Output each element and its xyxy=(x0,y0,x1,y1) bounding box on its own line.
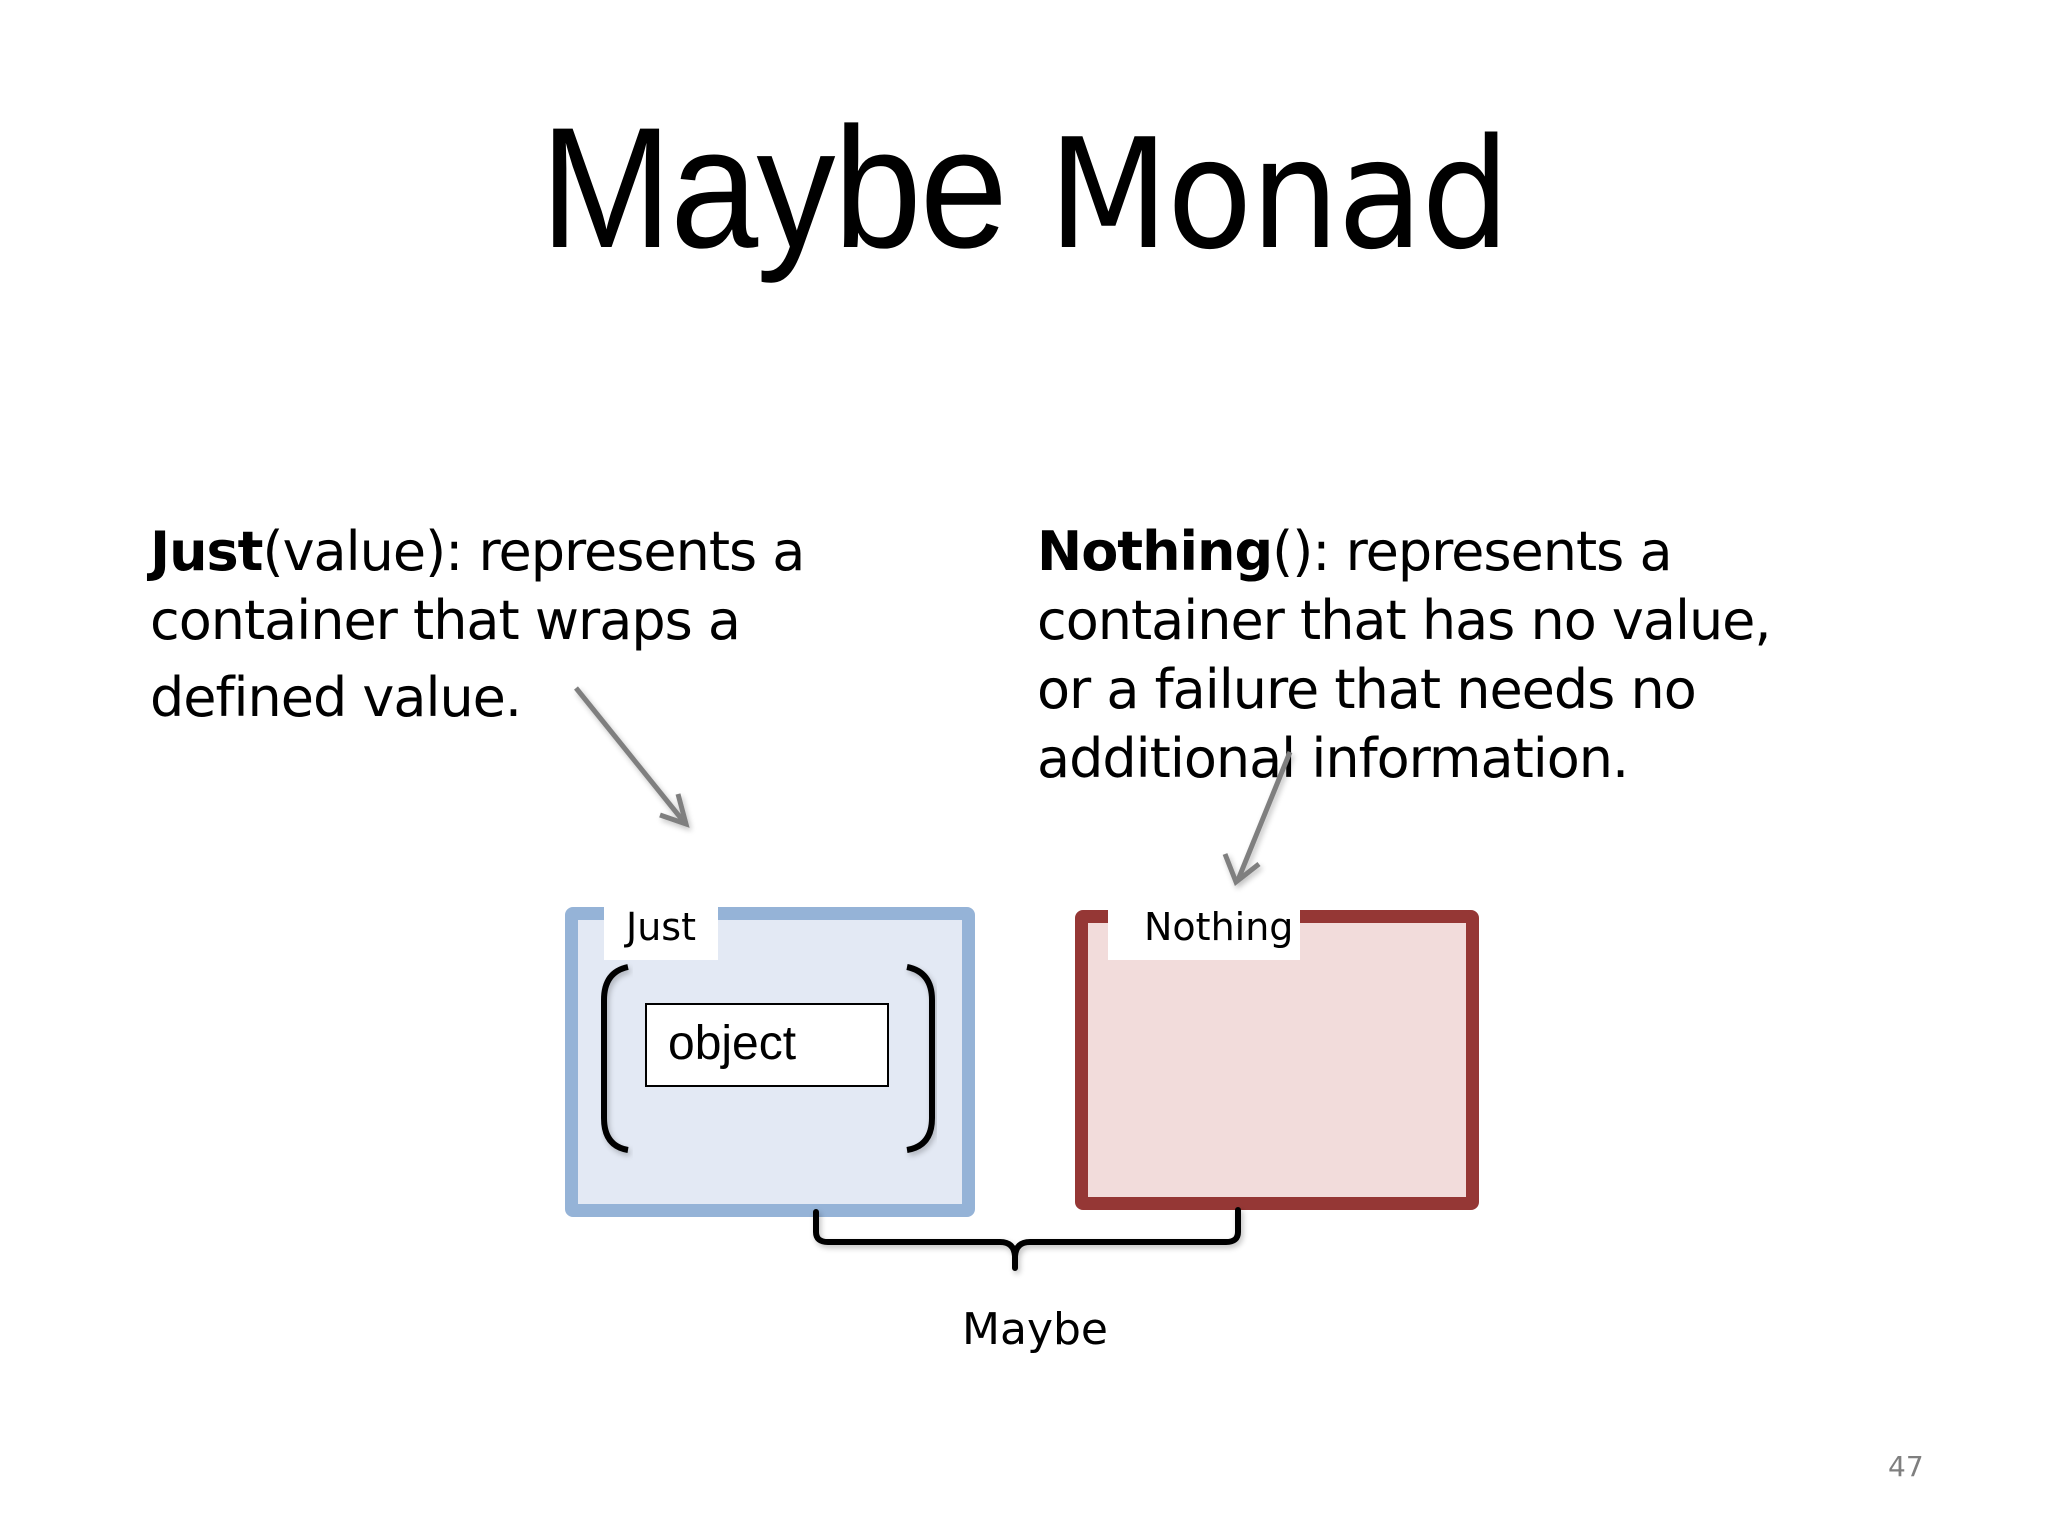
page-number: 47 xyxy=(1888,1450,1924,1483)
nothing-description: Nothing(): represents a container that h… xyxy=(1037,517,1837,793)
just-description-line-1: Just(value): represents a xyxy=(150,517,890,586)
just-arrow-icon xyxy=(574,686,690,828)
nothing-line1-rest: : represents a xyxy=(1312,520,1672,583)
maybe-group-label: Maybe xyxy=(962,1304,1108,1355)
just-description-line-3: defined value. xyxy=(150,666,522,729)
object-box: object xyxy=(645,1003,889,1087)
nothing-arrow-icon xyxy=(1222,751,1293,887)
title-word-maybe: Maybe xyxy=(540,92,1008,284)
title-word-monad: Monad xyxy=(1048,106,1510,283)
nothing-signature: () xyxy=(1272,520,1313,583)
nothing-description-line-3: or a failure that needs no xyxy=(1037,658,1697,721)
nothing-description-line-4: additional information. xyxy=(1037,727,1629,790)
nothing-container-box xyxy=(1075,910,1479,1210)
just-line1-rest: : represents a xyxy=(445,520,805,583)
nothing-keyword: Nothing xyxy=(1037,520,1273,583)
just-box-label: Just xyxy=(604,900,718,960)
nothing-box-label: Nothing xyxy=(1108,900,1300,960)
just-description: Just(value): represents a container that… xyxy=(150,517,890,732)
just-description-line-2: container that wraps a xyxy=(150,589,741,652)
nothing-description-line-1: Nothing(): represents a xyxy=(1037,517,1837,586)
just-keyword: Just xyxy=(150,520,263,583)
slide-title: Maybe Monad xyxy=(82,88,1966,295)
just-signature: (value) xyxy=(262,520,447,583)
nothing-description-line-2: container that has no value, xyxy=(1037,589,1772,652)
maybe-brace-icon xyxy=(813,1207,1241,1271)
